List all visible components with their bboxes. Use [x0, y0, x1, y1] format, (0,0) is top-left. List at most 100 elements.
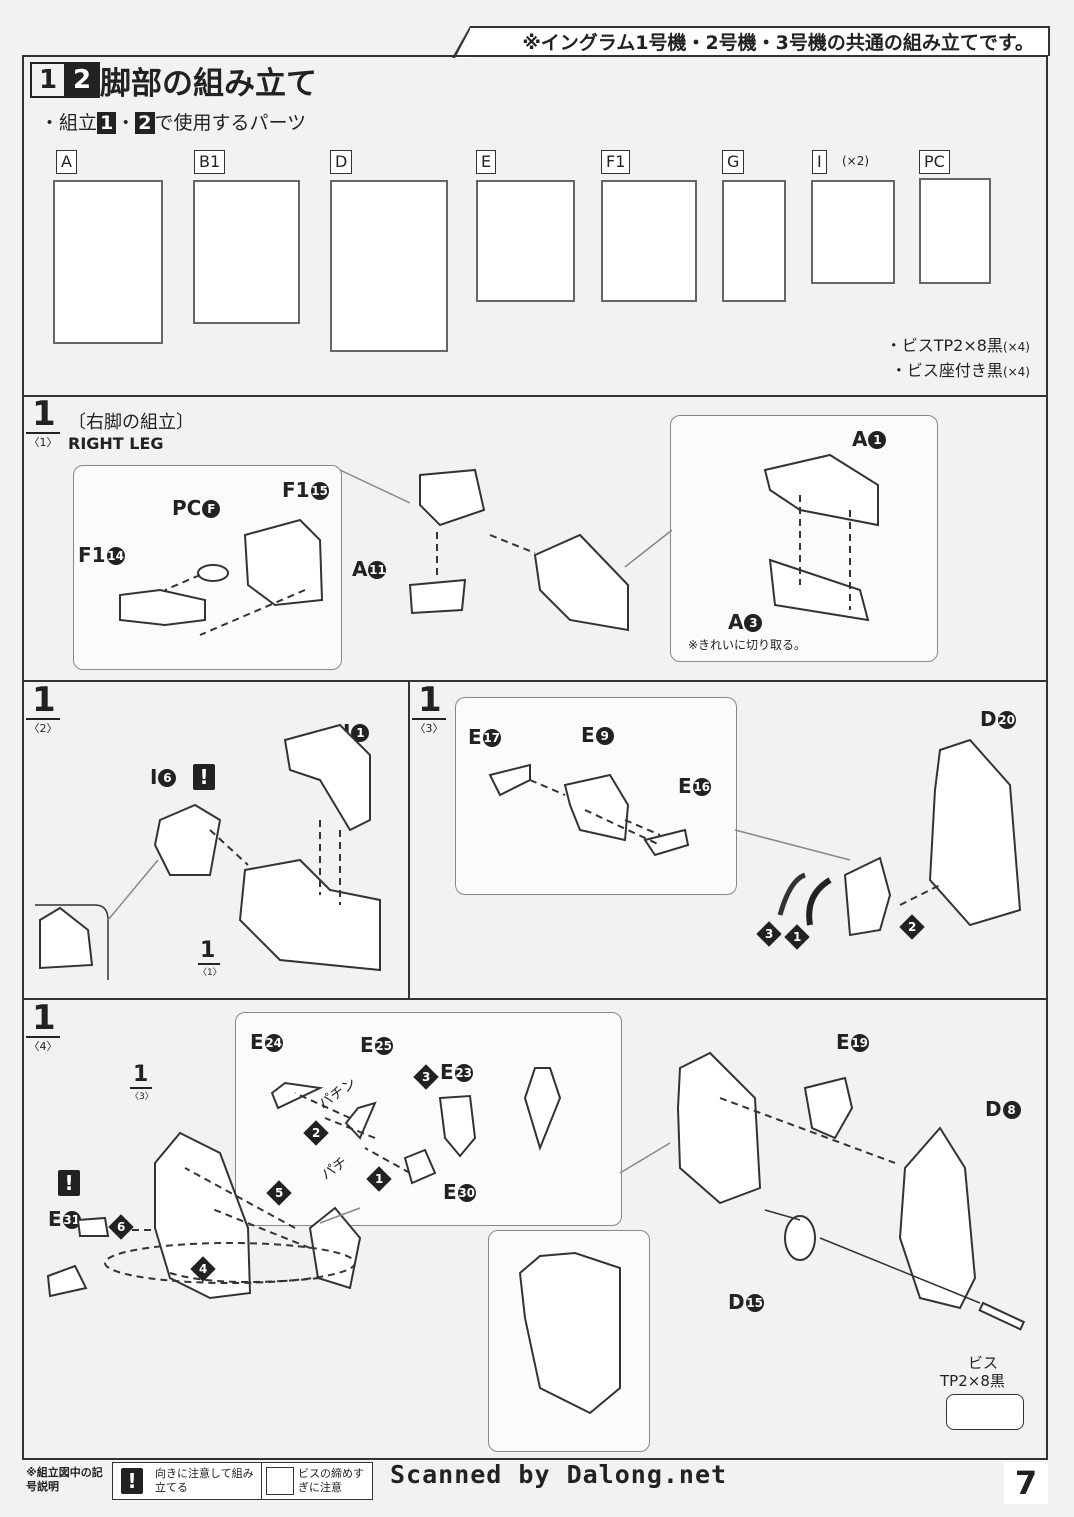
step-number: 1 [418, 680, 442, 720]
part-number: 6 [158, 769, 177, 787]
caption-suffix: で使用するパーツ [154, 112, 307, 134]
part-number: 17 [482, 729, 501, 747]
page-title: 脚部の組み立て [100, 66, 317, 102]
callout-a-assembly [670, 415, 938, 662]
divider [408, 680, 410, 998]
step1-diagram [119, 453, 879, 636]
part-runner: E [581, 723, 595, 747]
runner-i-image [811, 180, 895, 284]
step-title-en: RIGHT LEG [68, 434, 164, 453]
part-runner: PC [172, 496, 202, 520]
runner-f1-image [601, 180, 697, 302]
part-runner: E [443, 1180, 457, 1204]
part-runner: E [678, 774, 692, 798]
part-number: 15 [310, 482, 329, 500]
part-runner: E [360, 1033, 374, 1057]
part-number: 20 [997, 711, 1016, 729]
part-runner: D [728, 1290, 745, 1314]
runner-label-d: D [330, 150, 353, 174]
part-runner: A [852, 427, 868, 451]
part-number: F [202, 500, 221, 518]
ref-step-substep: 〈3〉 [130, 1087, 154, 1102]
cut-cleanly-note: ※きれいに切り取る。 [688, 638, 807, 652]
caption-step-1: 1 [97, 112, 117, 134]
step-number: 1 [32, 394, 56, 434]
scanner-watermark: Scanned by Dalong.net [390, 1460, 728, 1489]
step-substep: 〈4〉 [26, 1036, 60, 1054]
part-runner: E [440, 1060, 454, 1084]
legend-warning: ! 向きに注意して組み立てる [112, 1462, 269, 1500]
step-number: 1 [32, 680, 56, 720]
step4-step-1: 1 [375, 1172, 383, 1186]
runner-label-e: E [476, 150, 497, 174]
screw-item-1: ・ビスTP2×8黒(×4) [886, 334, 1030, 359]
part-number: 15 [745, 1294, 764, 1312]
part-runner: F1 [78, 543, 106, 567]
screw-legend-text: ビスの締めすぎに注意 [298, 1467, 364, 1494]
step3-step-1: 1 [793, 930, 801, 944]
divider [22, 998, 1048, 1000]
part-number: 3 [744, 614, 763, 632]
page-frame [22, 55, 1048, 1460]
orientation-warning-icon: ! [58, 1170, 80, 1196]
part-runner: E [836, 1030, 850, 1054]
step4-step-3: 3 [422, 1070, 430, 1084]
step2-diagram [35, 723, 381, 980]
part-runner: E [250, 1030, 264, 1054]
screwdriver-legend-icon [266, 1467, 294, 1495]
warning-legend-text: 向きに注意して組み立てる [155, 1467, 254, 1494]
part-number: 9 [595, 727, 614, 745]
screw-count: (×4) [1002, 340, 1030, 354]
legend-title: ※組立図中の記号説明 [26, 1466, 103, 1493]
step-substep: 〈3〉 [412, 718, 446, 736]
warning-glyph: ! [193, 764, 215, 790]
orientation-warning-icon: ! [193, 764, 215, 790]
runner-i-count: (×2) [842, 154, 870, 168]
part-number: 1 [351, 724, 370, 742]
part-number: 8 [1002, 1101, 1021, 1119]
part-number: 16 [692, 778, 711, 796]
step3-step-2: 2 [908, 920, 916, 934]
screw-spec: TP2×8黒 [940, 1372, 1005, 1390]
ref-step-substep: 〈1〉 [198, 963, 222, 978]
part-number: 19 [850, 1034, 869, 1052]
step3-diagram: 1 3 2 [488, 738, 1022, 950]
part-runner: E [48, 1207, 62, 1231]
divider [22, 680, 1048, 682]
step4-step-4: 4 [199, 1262, 207, 1276]
step3-step-3: 3 [765, 927, 773, 941]
runner-e-image [476, 180, 575, 302]
footer: ※組立図中の記号説明 ! 向きに注意して組み立てる ビスの締めすぎに注意 [22, 1460, 1048, 1502]
part-runner: A [352, 557, 368, 581]
part-number: 1 [868, 431, 887, 449]
caption-prefix: ・組立 [40, 112, 98, 134]
part-number: 11 [368, 561, 387, 579]
step4-step-2: 2 [312, 1126, 320, 1140]
part-number: 24 [264, 1034, 283, 1052]
part-number: 23 [454, 1064, 473, 1082]
runner-label-pc: PC [919, 150, 950, 174]
part-runner: I [150, 765, 158, 789]
warning-legend-icon: ! [121, 1468, 143, 1494]
screw-item-2: ・ビス座付き黒(×4) [886, 359, 1030, 384]
part-number: 25 [374, 1037, 393, 1055]
header-number-1: 1 [30, 62, 66, 98]
